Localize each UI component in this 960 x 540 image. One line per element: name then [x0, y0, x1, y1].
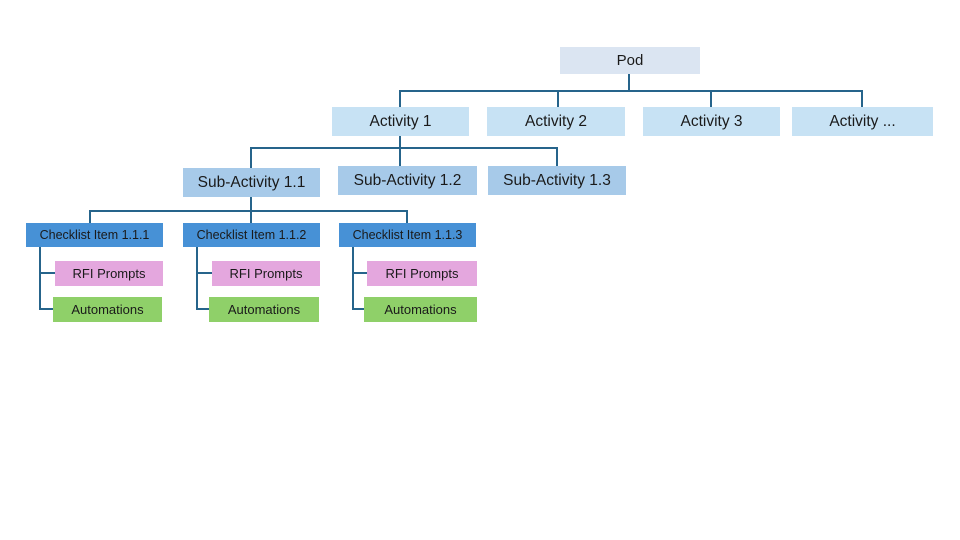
node-checklist-item-1-1-3: Checklist Item 1.1.3 — [339, 223, 476, 247]
node-automations-2: Automations — [209, 297, 319, 322]
connector-line — [89, 210, 408, 212]
connector-line — [250, 149, 252, 168]
connector-line — [399, 149, 401, 166]
connector-line — [399, 90, 863, 92]
node-sub-activity-1-3: Sub-Activity 1.3 — [488, 166, 626, 195]
node-activity-2: Activity 2 — [487, 107, 625, 136]
connector-line — [39, 247, 41, 310]
node-checklist-item-1-1-2: Checklist Item 1.1.2 — [183, 223, 320, 247]
node-activity-more: Activity ... — [792, 107, 933, 136]
node-automations-1: Automations — [53, 297, 162, 322]
connector-line — [250, 212, 252, 223]
connector-line — [198, 308, 209, 310]
connector-line — [861, 92, 863, 107]
connector-line — [41, 308, 53, 310]
connector-line — [710, 92, 712, 107]
node-activity-1: Activity 1 — [332, 107, 469, 136]
node-rfi-prompts-1: RFI Prompts — [55, 261, 163, 286]
connector-line — [399, 92, 401, 107]
connector-line — [354, 308, 364, 310]
connector-line — [198, 272, 212, 274]
node-rfi-prompts-3: RFI Prompts — [367, 261, 477, 286]
connector-line — [352, 247, 354, 310]
node-automations-3: Automations — [364, 297, 477, 322]
connector-line — [399, 136, 401, 147]
connector-line — [41, 272, 55, 274]
node-sub-activity-1-1: Sub-Activity 1.1 — [183, 168, 320, 197]
connector-line — [250, 197, 252, 210]
connector-line — [89, 212, 91, 223]
connector-line — [406, 212, 408, 223]
connector-line — [354, 272, 367, 274]
node-pod: Pod — [560, 47, 700, 74]
node-sub-activity-1-2: Sub-Activity 1.2 — [338, 166, 477, 195]
connector-line — [196, 247, 198, 310]
node-checklist-item-1-1-1: Checklist Item 1.1.1 — [26, 223, 163, 247]
connector-line — [250, 147, 558, 149]
node-activity-3: Activity 3 — [643, 107, 780, 136]
connector-line — [557, 92, 559, 107]
connector-line — [628, 74, 630, 91]
node-rfi-prompts-2: RFI Prompts — [212, 261, 320, 286]
connector-line — [556, 149, 558, 166]
